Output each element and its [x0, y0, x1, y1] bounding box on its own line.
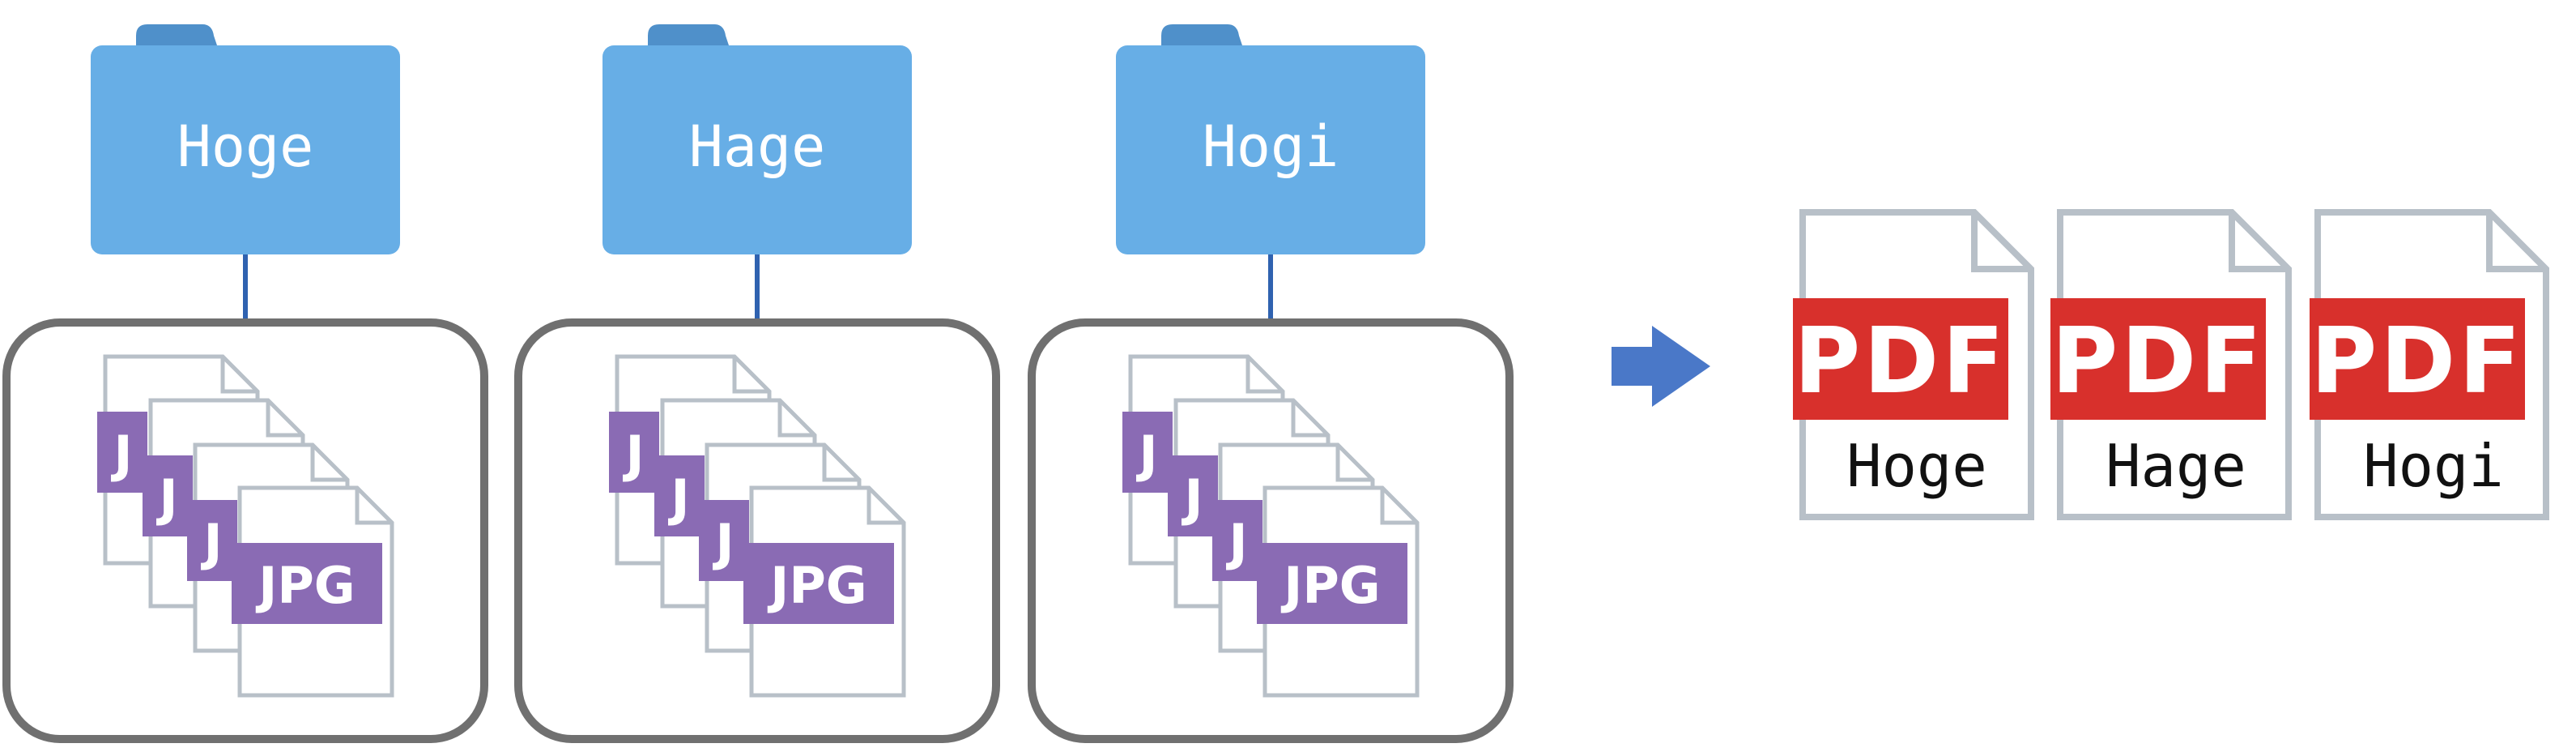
jpg-stub-label: J — [622, 425, 644, 484]
jpg-stub-label: J — [1181, 468, 1203, 528]
folder-label: Hage — [689, 113, 826, 180]
jpg-group-box — [2, 318, 488, 743]
jpg-file-icon: JPG — [743, 485, 906, 698]
pdf-name-label: Hage — [2106, 432, 2246, 500]
folder-group-hogi: Hogi J J J JPG — [1028, 24, 1514, 743]
jpg-stub-label: J — [155, 468, 177, 528]
pdf-file-icon[interactable]: PDF Hoge — [1793, 209, 2034, 520]
arrow-right-icon — [1612, 326, 1710, 407]
folder-group-hoge: Hoge J J J JPG — [2, 24, 488, 743]
jpg-stub-label: J — [110, 425, 132, 484]
jpg-stub-label: J — [200, 513, 222, 572]
folder-group-hage: Hage J J J JPG — [514, 24, 1000, 743]
pdf-badge-label: PDF — [2310, 309, 2524, 414]
jpg-stub-label: J — [1225, 513, 1247, 572]
folder-label: Hoge — [177, 113, 314, 180]
pdf-file-icon[interactable]: PDF Hage — [2050, 209, 2292, 520]
jpg-stub-label: J — [667, 468, 689, 528]
pdf-name-label: Hoge — [1846, 432, 1986, 500]
pdf-name-label: Hogi — [2363, 432, 2503, 500]
jpg-stub-label: J — [1135, 425, 1157, 484]
jpg-group-box — [1028, 318, 1514, 743]
pdf-file-icon[interactable]: PDF Hogi — [2310, 209, 2549, 520]
pdf-badge-label: PDF — [1794, 309, 2008, 414]
jpg-stub-label: J — [712, 513, 734, 572]
jpg-group-box — [514, 318, 1000, 743]
jpg-file-icon: JPG — [1257, 485, 1420, 698]
folder-label: Hogi — [1203, 113, 1339, 180]
jpg-badge-label: JPG — [255, 556, 355, 615]
jpg-badge-label: JPG — [767, 556, 866, 615]
folder-icon[interactable]: Hoge — [91, 24, 400, 254]
jpg-badge-label: JPG — [1280, 556, 1380, 615]
pdf-badge-label: PDF — [2051, 309, 2265, 414]
jpg-file-icon: JPG — [232, 485, 394, 698]
folder-icon[interactable]: Hogi — [1116, 24, 1425, 254]
folder-icon[interactable]: Hage — [602, 24, 912, 254]
